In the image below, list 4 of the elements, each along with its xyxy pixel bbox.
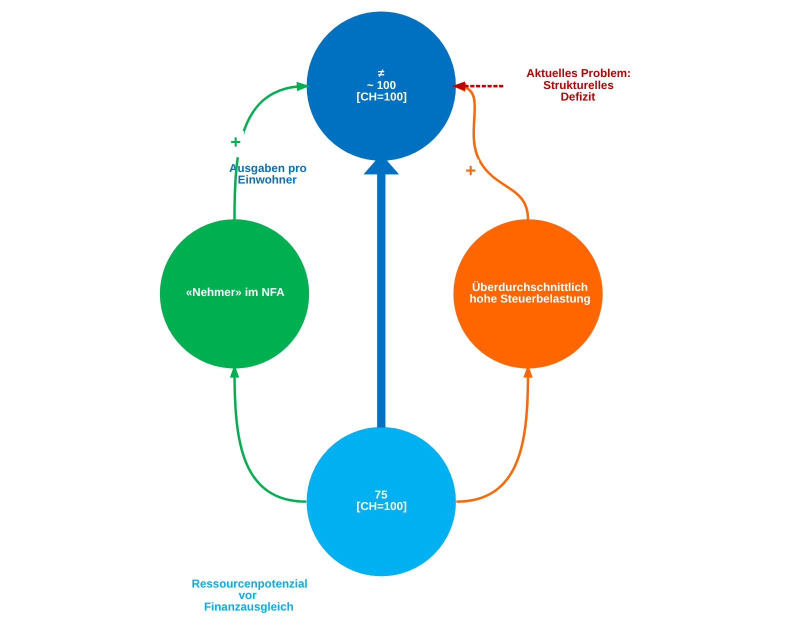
edge-label: + xyxy=(230,132,241,152)
edge-label: + xyxy=(465,160,476,181)
node-label: Ressourcenpotenzial vor Finanzausgleich xyxy=(192,578,308,614)
node-text: Aktuelles Problem: Strukturelles Defizit xyxy=(526,68,631,104)
